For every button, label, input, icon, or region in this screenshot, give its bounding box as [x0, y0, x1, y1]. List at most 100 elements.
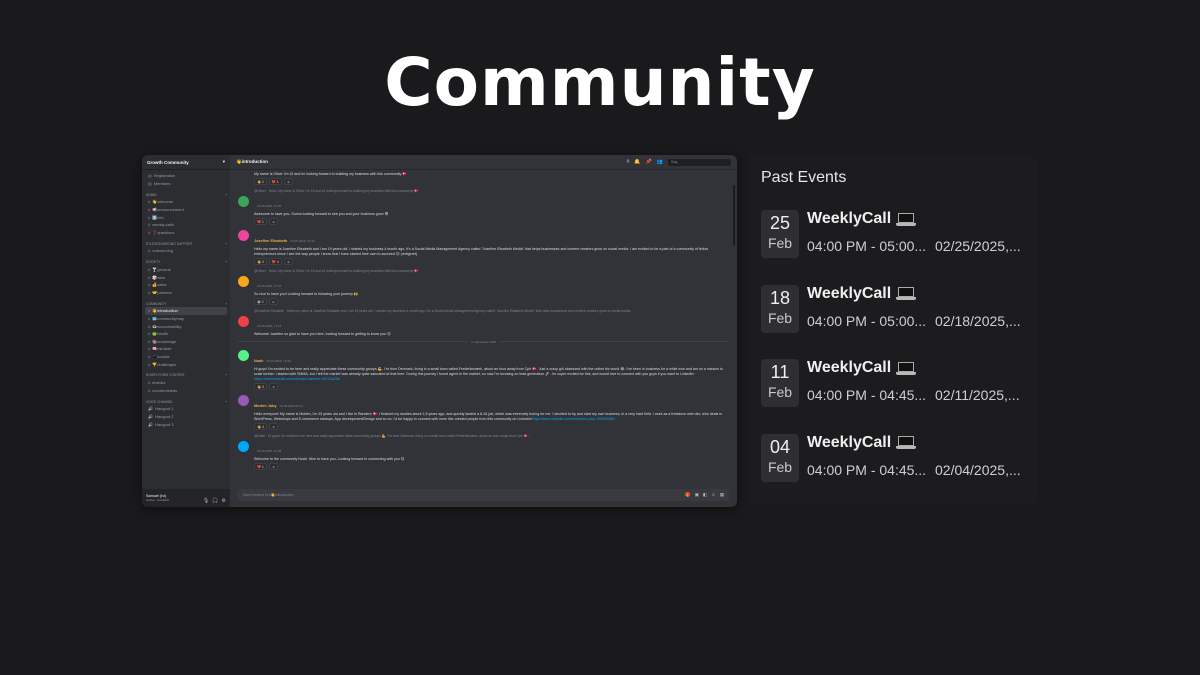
reaction[interactable]: 👋 2 — [254, 178, 267, 185]
sidebar-link[interactable]: ▤Registration — [145, 172, 227, 180]
reaction[interactable]: 👋 4 — [254, 423, 267, 430]
channel-category[interactable]: Society+ — [145, 259, 227, 266]
message[interactable]: @Oliver · Hello. My name is Oliver I'm 1… — [238, 269, 729, 305]
apps-icon[interactable]: ▦ — [719, 492, 724, 497]
gift-icon[interactable]: 🎁 — [684, 492, 691, 497]
reaction[interactable]: ☺ — [283, 178, 294, 185]
message[interactable]: @Oliver · Hello. My name is Oliver I'm 1… — [238, 189, 729, 225]
channel-item[interactable]: #💰sales — [145, 281, 227, 289]
reply-preview[interactable]: @Josefine Elisabeth · Hello my name is J… — [254, 309, 633, 313]
plus-icon[interactable]: + — [225, 399, 227, 404]
channel-item[interactable]: ##contentideas — [145, 386, 227, 394]
avatar[interactable] — [238, 350, 249, 361]
channel-category[interactable]: Community+ — [145, 300, 227, 307]
avatar[interactable] — [238, 276, 249, 287]
channel-item[interactable]: 🔊Hangout 1 — [145, 405, 227, 413]
gif-icon[interactable]: ▣ — [694, 492, 699, 497]
channel-category[interactable]: Stuck/Sourcing Support+ — [145, 240, 227, 247]
message-link[interactable]: https://www.linkedin.com/in/morten-juby-… — [531, 417, 616, 421]
channel-item[interactable]: #🎲wins — [145, 273, 227, 281]
channel-item[interactable]: 🔊Hangout 2 — [145, 413, 227, 421]
channel-item[interactable]: #🍏health — [145, 330, 227, 338]
author-name[interactable]: Morten Juby — [254, 404, 277, 408]
message[interactable]: @Noah · Hi guys! I'm excited to be here … — [238, 434, 729, 470]
channel-item[interactable]: #outsourcing — [145, 247, 227, 255]
sticker-icon[interactable]: ◧ — [702, 492, 708, 497]
channel-item[interactable]: #🧠mindset — [145, 345, 227, 353]
reaction[interactable]: 👋 3 — [254, 258, 267, 265]
author-name[interactable]: Josefine Elisabeth — [254, 239, 288, 243]
channel-category[interactable]: Admin+ — [145, 191, 227, 198]
channel-item[interactable]: #❓questions — [145, 229, 227, 237]
pin-icon[interactable]: 📌 — [645, 159, 652, 165]
plus-icon[interactable]: + — [225, 260, 227, 265]
channel-item[interactable]: #weekly-calls — [145, 221, 227, 229]
search-input[interactable]: Søg — [668, 158, 731, 166]
plus-icon[interactable]: + — [225, 241, 227, 246]
reaction[interactable]: ❤️ 1 — [268, 178, 282, 185]
reaction[interactable]: 😂 2 — [254, 298, 267, 305]
channel-item[interactable]: #📚knowledge — [145, 338, 227, 346]
plus-icon[interactable]: + — [225, 301, 227, 306]
channel-item[interactable]: ##media — [145, 379, 227, 387]
avatar[interactable] — [238, 441, 249, 452]
channel-item[interactable]: #🤝partners — [145, 289, 227, 297]
microphone-icon[interactable]: 🎙 — [202, 498, 210, 504]
channel-item[interactable]: #📱socials — [145, 353, 227, 361]
reaction[interactable]: ☺ — [268, 383, 279, 390]
reaction[interactable]: ☺ — [268, 463, 279, 470]
channel-category[interactable]: Voice Channel+ — [145, 398, 227, 405]
reaction[interactable]: ❤️ 1 — [254, 463, 267, 470]
reaction[interactable]: ☺ — [268, 423, 279, 430]
server-header[interactable]: Growth Community ▾ — [142, 155, 230, 170]
reaction[interactable]: ❤️ 1 — [254, 218, 267, 225]
avatar[interactable] — [238, 395, 249, 406]
author-name[interactable]: Noah — [254, 359, 264, 363]
channel-item[interactable]: #🍸general — [145, 266, 227, 274]
threads-icon[interactable]: # — [626, 159, 630, 165]
channel-item[interactable]: #📢announcement — [145, 206, 227, 214]
gear-icon[interactable]: ⚙ — [221, 498, 226, 504]
message-text: Welcome to the community Noah. Nice to h… — [254, 457, 405, 461]
headphones-icon[interactable]: 🎧 — [212, 498, 219, 504]
plus-icon[interactable]: + — [225, 373, 227, 378]
channel-item[interactable]: #👋introduction — [145, 307, 227, 315]
reaction[interactable]: ❤️ 4 — [268, 258, 282, 265]
chevron-down-icon[interactable]: ▾ — [222, 159, 225, 164]
message[interactable]: @Josefine Elisabeth · Hello my name is J… — [238, 309, 729, 337]
channel-item[interactable]: #👋welcome — [145, 198, 227, 206]
message-composer[interactable]: Send besked til #👋introduction 🎁▣◧☺▦ — [238, 489, 729, 501]
emoji-icon[interactable]: ☺ — [711, 492, 716, 497]
channel-item[interactable]: 🔊Hangout 3 — [145, 420, 227, 428]
reaction[interactable]: ☺ — [268, 218, 279, 225]
avatar[interactable] — [238, 316, 249, 327]
sidebar-link[interactable]: ▤Members — [145, 180, 227, 188]
bell-icon[interactable]: 🔔 — [634, 159, 641, 165]
reaction[interactable]: 👋 3 — [254, 383, 267, 390]
reply-preview[interactable]: @Oliver · Hello. My name is Oliver I'm 1… — [254, 189, 419, 193]
channel-category[interactable]: Short-Form Content+ — [145, 372, 227, 379]
scrollbar[interactable] — [733, 185, 735, 245]
avatar[interactable] — [238, 230, 249, 241]
channel-item[interactable]: #ℹ️info — [145, 213, 227, 221]
avatar[interactable] — [238, 196, 249, 207]
reply-preview[interactable]: @Noah · Hi guys! I'm excited to be here … — [254, 434, 531, 438]
reaction[interactable]: ☺ — [268, 298, 278, 305]
reaction[interactable]: ☺ — [283, 258, 294, 265]
reply-preview[interactable]: @Oliver · Hello. My name is Oliver I'm 1… — [254, 269, 419, 273]
channel-item[interactable]: #🗺️communitymap — [145, 315, 227, 323]
plus-icon[interactable]: + — [225, 192, 227, 197]
members-icon[interactable]: 👥 — [656, 159, 663, 165]
channel-item[interactable]: #🏆challenges — [145, 360, 227, 368]
channel-item[interactable]: #👁️accountability — [145, 322, 227, 330]
message[interactable]: My name is Oliver I'm 15 and im looking … — [238, 172, 729, 185]
message-link[interactable]: https://www.linkedin.com/in/noah-hammer-… — [254, 377, 340, 381]
